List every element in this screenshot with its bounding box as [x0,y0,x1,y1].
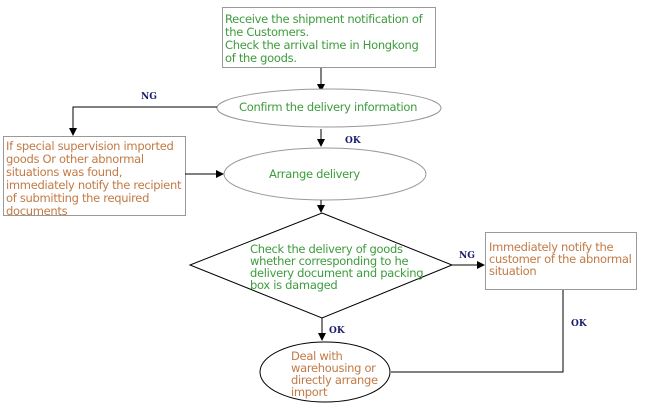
receive-text: Receive the shipment notification of the… [225,13,437,65]
confirm-text: Confirm the delivery information [239,100,418,114]
label-check-ng: NG [459,251,475,261]
confirm-ellipse [216,88,442,128]
notify-box [485,232,637,290]
label-confirm-ok: OK [345,136,361,146]
special-box [3,136,186,216]
label-check-ok: OK [329,326,345,336]
receive-line: Check the arrival time in Hongkong [225,38,419,52]
receive-box [222,7,436,68]
receive-line: of the goods. [225,51,297,65]
check-text: Check the delivery of goods whether corr… [250,242,424,292]
arrange-ellipse [223,147,427,201]
special-text: If special supervision imported goods Or… [6,139,182,218]
receive-line: the Customers. [225,25,309,39]
arrange-text: Arrange delivery [269,167,360,181]
receive-line: Receive the shipment notification of [225,12,423,26]
deal-ellipse [259,341,391,403]
label-notify-ok: OK [571,319,587,329]
line-notify-deal [391,290,564,373]
deal-text: Deal with warehousing or directly arrang… [291,349,378,399]
arrow-confirm-ng [69,106,217,136]
notify-text: Immediately notify the customer of the a… [489,240,632,278]
label-confirm-ng: NG [141,92,157,102]
